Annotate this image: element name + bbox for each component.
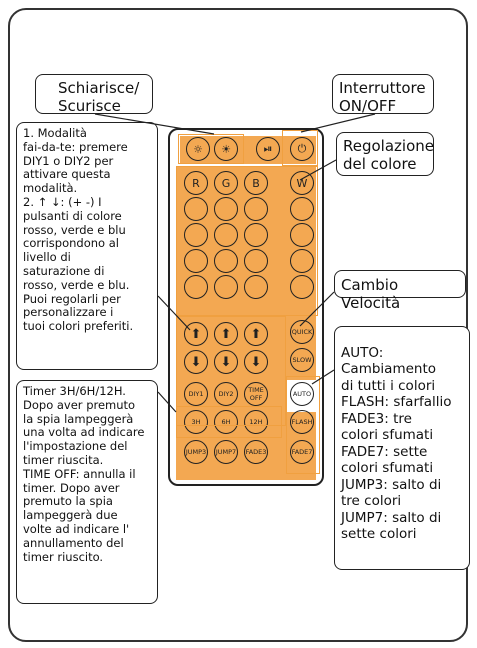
quick-button[interactable]: QUICK	[290, 320, 314, 344]
color-highlight	[176, 166, 318, 316]
decrease-red-button[interactable]: ⬇	[184, 350, 208, 374]
play-pause-icon[interactable]: ⏯	[256, 137, 280, 161]
preset-color-button[interactable]	[244, 197, 268, 221]
callout-brightness: Schiarisce/ Scurisce	[35, 74, 153, 115]
button-jump7[interactable]: JUMP7	[214, 440, 238, 464]
increase-blue-button[interactable]: ⬆	[244, 322, 268, 346]
color-button-g[interactable]: G	[214, 171, 238, 195]
preset-color-button[interactable]	[184, 249, 208, 273]
button-diy1[interactable]: DIY1	[184, 382, 208, 406]
preset-color-button[interactable]	[214, 197, 238, 221]
button-auto[interactable]: AUTO	[290, 382, 314, 406]
preset-color-button[interactable]	[290, 223, 314, 247]
callout-diy-mode: 1. Modalità fai-da-te: premere DIY1 o DI…	[16, 122, 158, 370]
color-button-b[interactable]: B	[244, 171, 268, 195]
preset-color-button[interactable]	[244, 249, 268, 273]
slow-button[interactable]: SLOW	[290, 348, 314, 372]
timer-highlight	[176, 406, 282, 438]
preset-color-button[interactable]	[244, 275, 268, 299]
diy-highlight	[176, 316, 286, 426]
preset-color-button[interactable]	[184, 197, 208, 221]
button-fade3[interactable]: FADE3	[244, 440, 268, 464]
decrease-green-button[interactable]: ⬇	[214, 350, 238, 374]
button-12h[interactable]: 12H	[244, 410, 268, 434]
button-jump3[interactable]: JUMP3	[184, 440, 208, 464]
outer-frame	[8, 8, 468, 642]
button-fade7[interactable]: FADE7	[290, 440, 314, 464]
button-diy2[interactable]: DIY2	[214, 382, 238, 406]
button-flash[interactable]: FLASH	[290, 410, 314, 434]
preset-color-button[interactable]	[184, 223, 208, 247]
modes-highlight	[286, 376, 320, 474]
callout-power: Interruttore ON/OFF	[332, 74, 434, 115]
brightness-up-icon[interactable]: ☀	[214, 137, 238, 161]
decrease-blue-button[interactable]: ⬇	[244, 350, 268, 374]
color-button-r[interactable]: R	[184, 171, 208, 195]
increase-red-button[interactable]: ⬆	[184, 322, 208, 346]
brightness-highlight	[178, 134, 244, 164]
button-3h[interactable]: 3H	[184, 410, 208, 434]
brightness-down-icon[interactable]: ☼	[186, 137, 210, 161]
callout-color-adjust: Regolazione del colore	[336, 132, 434, 176]
button-6h[interactable]: 6H	[214, 410, 238, 434]
preset-color-button[interactable]	[214, 223, 238, 247]
preset-color-button[interactable]	[290, 249, 314, 273]
preset-color-button[interactable]	[214, 275, 238, 299]
power-highlight	[282, 130, 318, 166]
preset-color-button[interactable]	[184, 275, 208, 299]
callout-speed: Cambio Velocità	[334, 270, 466, 312]
callout-modes: AUTO: Cambiamento di tutti i colori FLAS…	[334, 326, 470, 570]
preset-color-button[interactable]	[214, 249, 238, 273]
button-time-off[interactable]: TIME OFF	[244, 382, 268, 406]
preset-color-button[interactable]	[290, 197, 314, 221]
callout-timer: Timer 3H/6H/12H. Dopo aver premuto la sp…	[16, 380, 158, 604]
preset-color-button[interactable]	[244, 223, 268, 247]
increase-green-button[interactable]: ⬆	[214, 322, 238, 346]
